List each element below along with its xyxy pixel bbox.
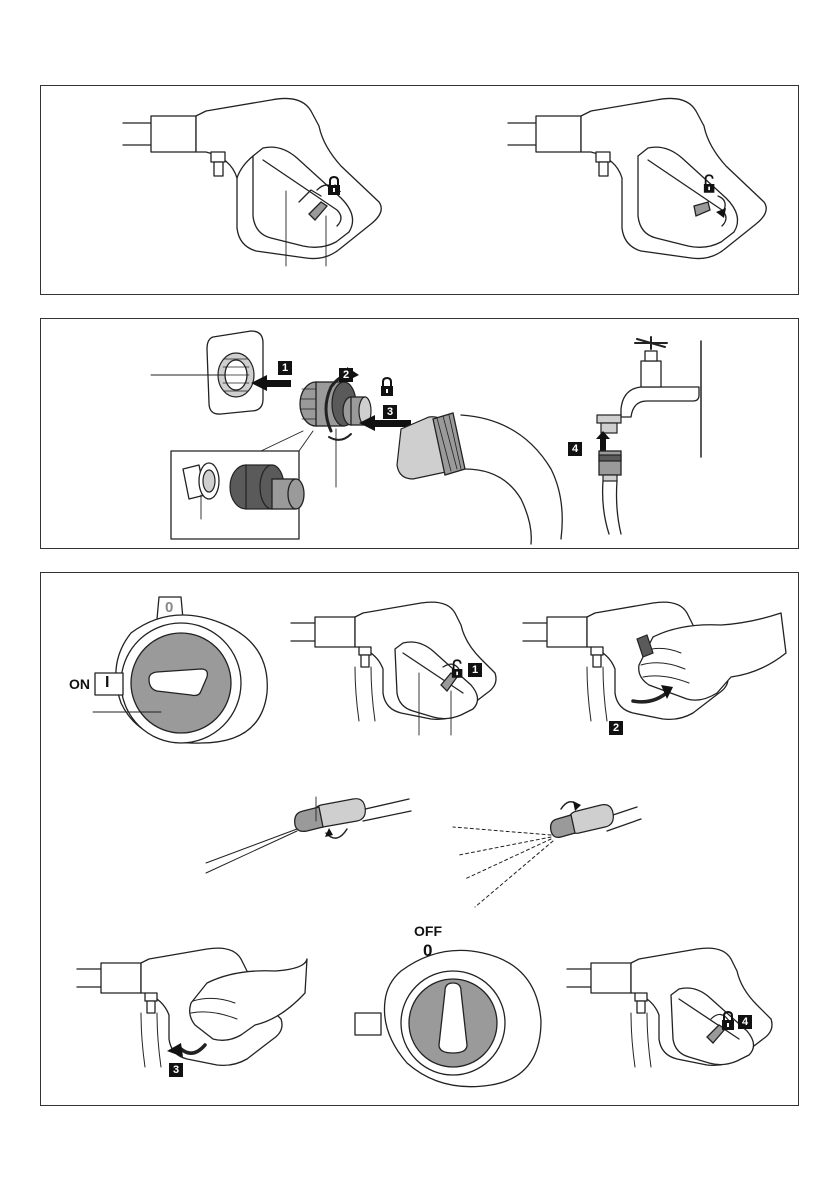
hose-connection-illustration <box>41 319 800 550</box>
spray-gun-locked-illustration <box>41 86 800 296</box>
panel-operation: 0 ON I OFF 0 1 2 3 4 <box>40 572 799 1106</box>
lock-open-icon <box>703 174 717 194</box>
step-badge-4: 4 <box>568 442 582 456</box>
lock-closed-icon <box>721 1011 735 1031</box>
switch-on-label: ON <box>69 676 90 692</box>
step-badge-squeeze: 2 <box>609 721 623 735</box>
lock-closed-icon <box>380 377 394 397</box>
step-badge-lock: 4 <box>738 1015 752 1029</box>
operation-illustration <box>41 573 800 1107</box>
step-badge-release: 3 <box>169 1063 183 1077</box>
switch-top-symbol: 0 <box>165 599 173 616</box>
step-badge-2: 2 <box>339 368 353 382</box>
lock-closed-icon <box>327 176 341 196</box>
switch-off-label: OFF <box>414 923 442 939</box>
panel-hose-connection: 1 2 3 4 <box>40 318 799 549</box>
switch-on-symbol: I <box>105 674 109 692</box>
switch-off-symbol: 0 <box>423 941 432 961</box>
step-badge-1: 1 <box>278 361 292 375</box>
lock-open-icon <box>451 659 465 679</box>
panel-lock-trigger <box>40 85 799 295</box>
step-badge-3: 3 <box>383 405 397 419</box>
step-badge-unlock: 1 <box>468 663 482 677</box>
